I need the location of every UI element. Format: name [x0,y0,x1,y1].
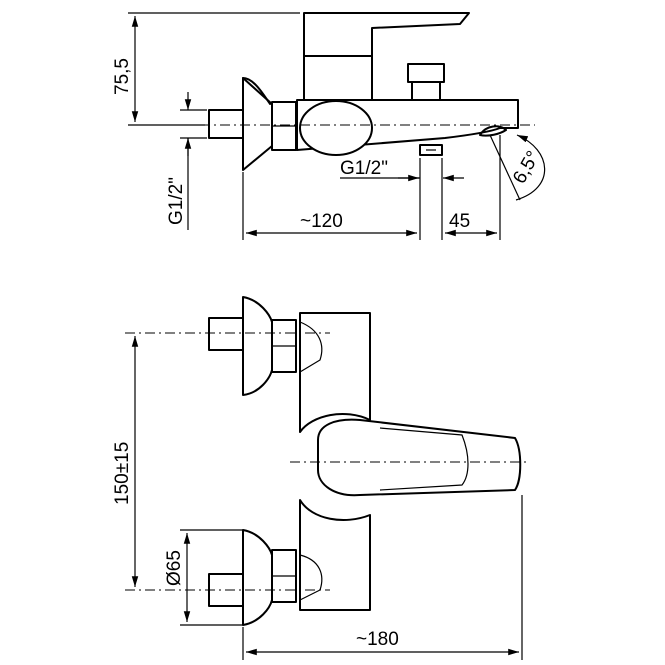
dim-offset-label: 45 [449,211,470,232]
dim-diameter-label: Ø65 [164,550,185,586]
dim-outlet-thread-label: G1/2" [340,158,388,179]
dim-width-label: ~180 [356,629,399,650]
dim-spacing-label: 150±15 [112,442,133,505]
dim-length-label: ~120 [300,211,343,232]
side-view-drawing [128,12,546,240]
dim-height-label: 75,5 [112,58,133,95]
front-view-drawing [125,296,530,660]
dim-inlet-thread-label: G1/2" [166,177,187,225]
dim-angle-label: 6,5° [509,148,544,188]
